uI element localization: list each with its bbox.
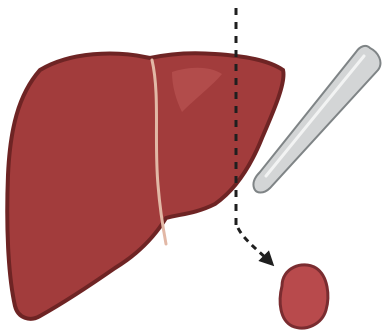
liver-icon bbox=[7, 53, 283, 319]
resected-tissue-icon bbox=[280, 265, 328, 328]
arrow-icon bbox=[238, 228, 270, 262]
liver-shape bbox=[7, 53, 283, 319]
